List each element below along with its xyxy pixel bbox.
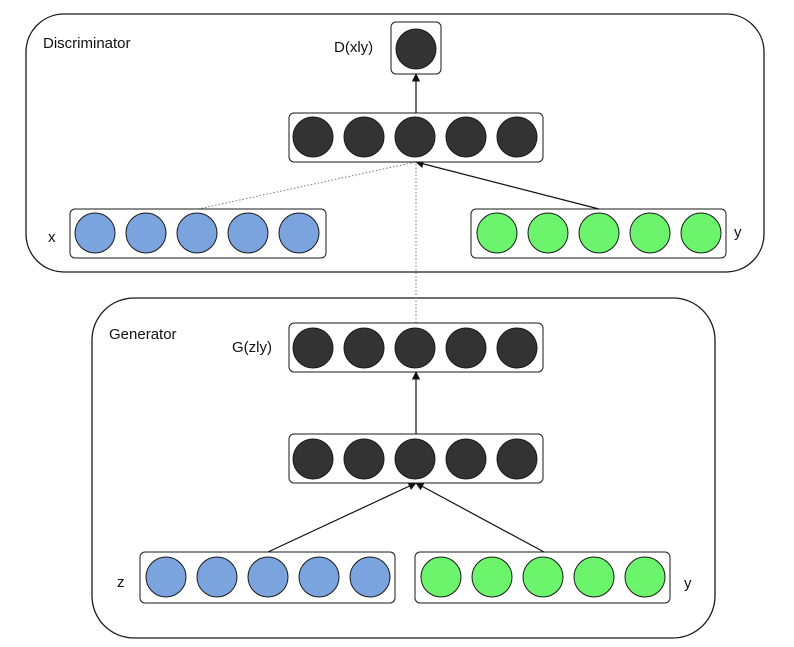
neuron-node [227, 212, 269, 254]
neuron-node [496, 438, 538, 480]
g-hidden-layer [288, 433, 544, 484]
neuron-node [680, 212, 722, 254]
neuron-node [445, 327, 487, 369]
neuron-node [394, 327, 436, 369]
neuron-node [445, 438, 487, 480]
neuron-node [522, 556, 564, 598]
neuron-node [578, 212, 620, 254]
neuron-node [292, 116, 334, 158]
neuron-node [176, 212, 218, 254]
d-output-label: D(xly) [334, 39, 373, 56]
d-input-x-layer [69, 208, 327, 259]
arrow-connection [267, 482, 417, 553]
g-output-label: G(zly) [232, 339, 272, 356]
neuron-node [74, 212, 116, 254]
d-input-y-label: y [734, 224, 742, 241]
neuron-node [395, 28, 437, 70]
neuron-node [343, 327, 385, 369]
neuron-node [196, 556, 238, 598]
neuron-node [125, 212, 167, 254]
neuron-node [349, 556, 391, 598]
d-input-y-layer [470, 208, 727, 259]
neuron-node [247, 556, 289, 598]
neuron-node [624, 556, 666, 598]
neuron-node [445, 116, 487, 158]
neuron-node [629, 212, 671, 254]
g-input-y-layer [414, 551, 671, 604]
neuron-node [278, 212, 320, 254]
d-output-layer [390, 21, 442, 75]
neuron-node [292, 438, 334, 480]
d-hidden-layer [288, 112, 544, 163]
neuron-node [527, 212, 569, 254]
arrow-connection [415, 159, 600, 210]
neuron-node [394, 438, 436, 480]
arrow-connection [415, 482, 545, 553]
neuron-node [292, 327, 334, 369]
g-input-z-layer [139, 551, 396, 604]
neuron-node [343, 438, 385, 480]
g-input-y-label: y [684, 575, 692, 592]
neuron-node [420, 556, 462, 598]
neuron-node [394, 116, 436, 158]
dotted-connection [197, 161, 417, 210]
neuron-node [343, 116, 385, 158]
neuron-node [496, 327, 538, 369]
discriminator-title: Discriminator [43, 35, 131, 52]
neuron-node [298, 556, 340, 598]
neuron-node [476, 212, 518, 254]
neuron-node [573, 556, 615, 598]
neuron-node [496, 116, 538, 158]
neuron-node [145, 556, 187, 598]
g-input-z-label: z [117, 574, 125, 591]
neuron-node [471, 556, 513, 598]
generator-title: Generator [109, 326, 177, 343]
d-input-x-label: x [48, 229, 56, 246]
g-output-layer [288, 322, 544, 373]
connections [197, 73, 600, 553]
